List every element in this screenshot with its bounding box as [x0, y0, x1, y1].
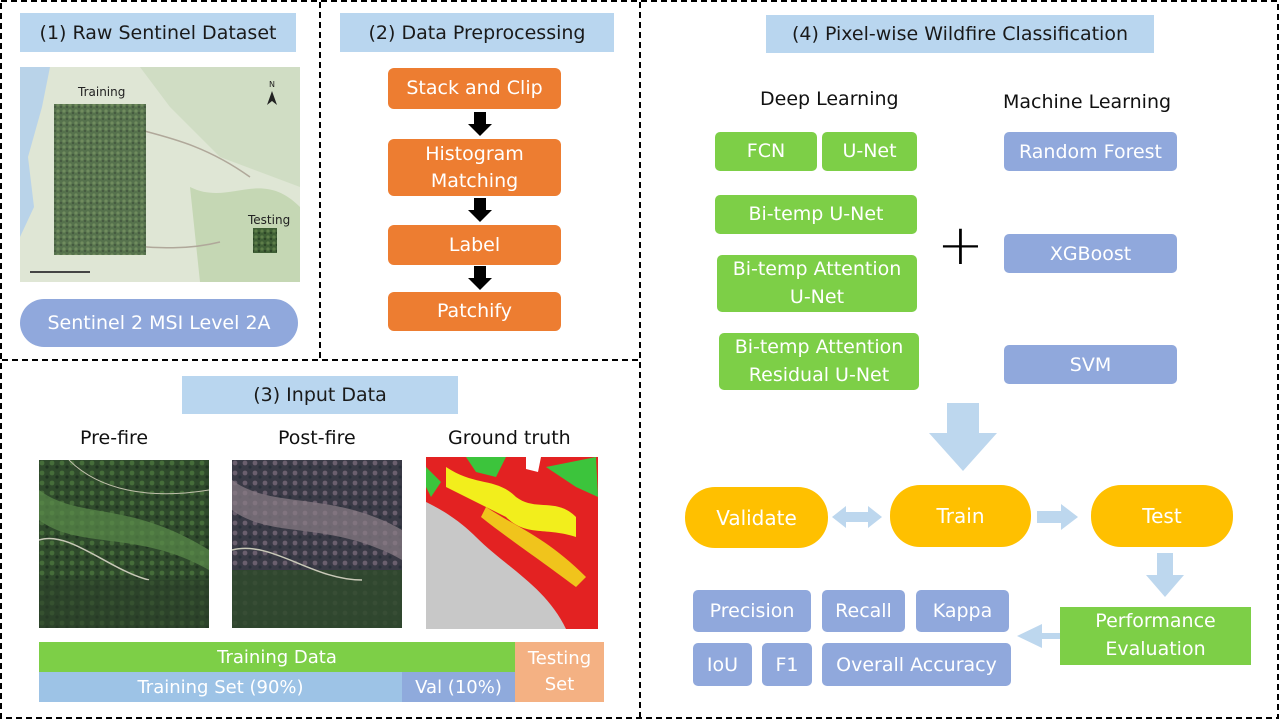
metric-recall: Recall [822, 590, 905, 632]
performance-to-metrics-arrow [1017, 624, 1060, 648]
step-histogram-matching: Histogram Matching [388, 139, 561, 196]
train-stage: Train [890, 485, 1031, 547]
train-to-test-arrow [1037, 504, 1078, 530]
panel2-title: (2) Data Preprocessing [340, 13, 614, 52]
model-bitemp-attention-unet: Bi-temp Attention U-Net [717, 255, 917, 312]
val-bar: Val (10%) [402, 672, 515, 702]
model-svm: SVM [1004, 345, 1177, 384]
step-stack-and-clip: Stack and Clip [388, 68, 561, 109]
model-fcn: FCN [715, 132, 817, 171]
panel4-title: (4) Pixel-wise Wildfire Classification [766, 15, 1154, 53]
pre-fire-label: Pre-fire [80, 427, 149, 449]
testing-set-bar: Testing Set [515, 642, 604, 702]
metric-f1: F1 [762, 643, 812, 686]
plus-sign: + [937, 213, 984, 278]
pre-fire-image [39, 460, 209, 628]
model-bitemp-attention-residual-unet: Bi-temp Attention Residual U-Net [719, 333, 919, 390]
down-arrow-1 [468, 112, 492, 136]
validate-stage: Validate [685, 487, 828, 548]
map-testing-label: Testing [248, 213, 291, 227]
post-fire-label: Post-fire [278, 427, 356, 449]
deep-learning-heading: Deep Learning [760, 88, 899, 110]
bidirectional-arrow [832, 506, 882, 528]
machine-learning-heading: Machine Learning [1003, 91, 1172, 113]
ground-truth-image [426, 457, 598, 629]
post-fire-image [232, 460, 402, 628]
model-bitemp-unet: Bi-temp U-Net [715, 195, 917, 234]
sentinel-badge: Sentinel 2 MSI Level 2A [20, 299, 298, 347]
svg-text:N: N [269, 80, 275, 89]
big-down-arrow [929, 403, 997, 471]
model-unet: U-Net [822, 132, 917, 171]
training-set-bar: Training Set (90%) [39, 672, 402, 702]
test-to-performance-arrow [1146, 553, 1184, 597]
metric-iou: IoU [693, 643, 752, 686]
panel1-title: (1) Raw Sentinel Dataset [20, 13, 296, 52]
training-data-bar: Training Data [39, 642, 515, 672]
map-training-label: Training [78, 85, 126, 99]
ground-truth-label: Ground truth [448, 427, 571, 449]
test-stage: Test [1091, 485, 1233, 547]
step-label: Label [388, 225, 561, 265]
metric-overall-accuracy: Overall Accuracy [822, 643, 1011, 686]
raw-sentinel-map: N Training Testing [20, 67, 300, 282]
flow-arrows [832, 403, 1184, 648]
model-random-forest: Random Forest [1004, 132, 1177, 171]
metric-kappa: Kappa [916, 590, 1009, 632]
panel3-title: (3) Input Data [182, 376, 458, 414]
model-xgboost: XGBoost [1004, 234, 1177, 273]
metric-precision: Precision [693, 590, 811, 632]
performance-evaluation: Performance Evaluation [1060, 607, 1251, 665]
down-arrow-3 [468, 266, 492, 290]
preprocessing-arrows [468, 112, 492, 290]
down-arrow-2 [468, 198, 492, 222]
step-patchify: Patchify [388, 292, 561, 331]
